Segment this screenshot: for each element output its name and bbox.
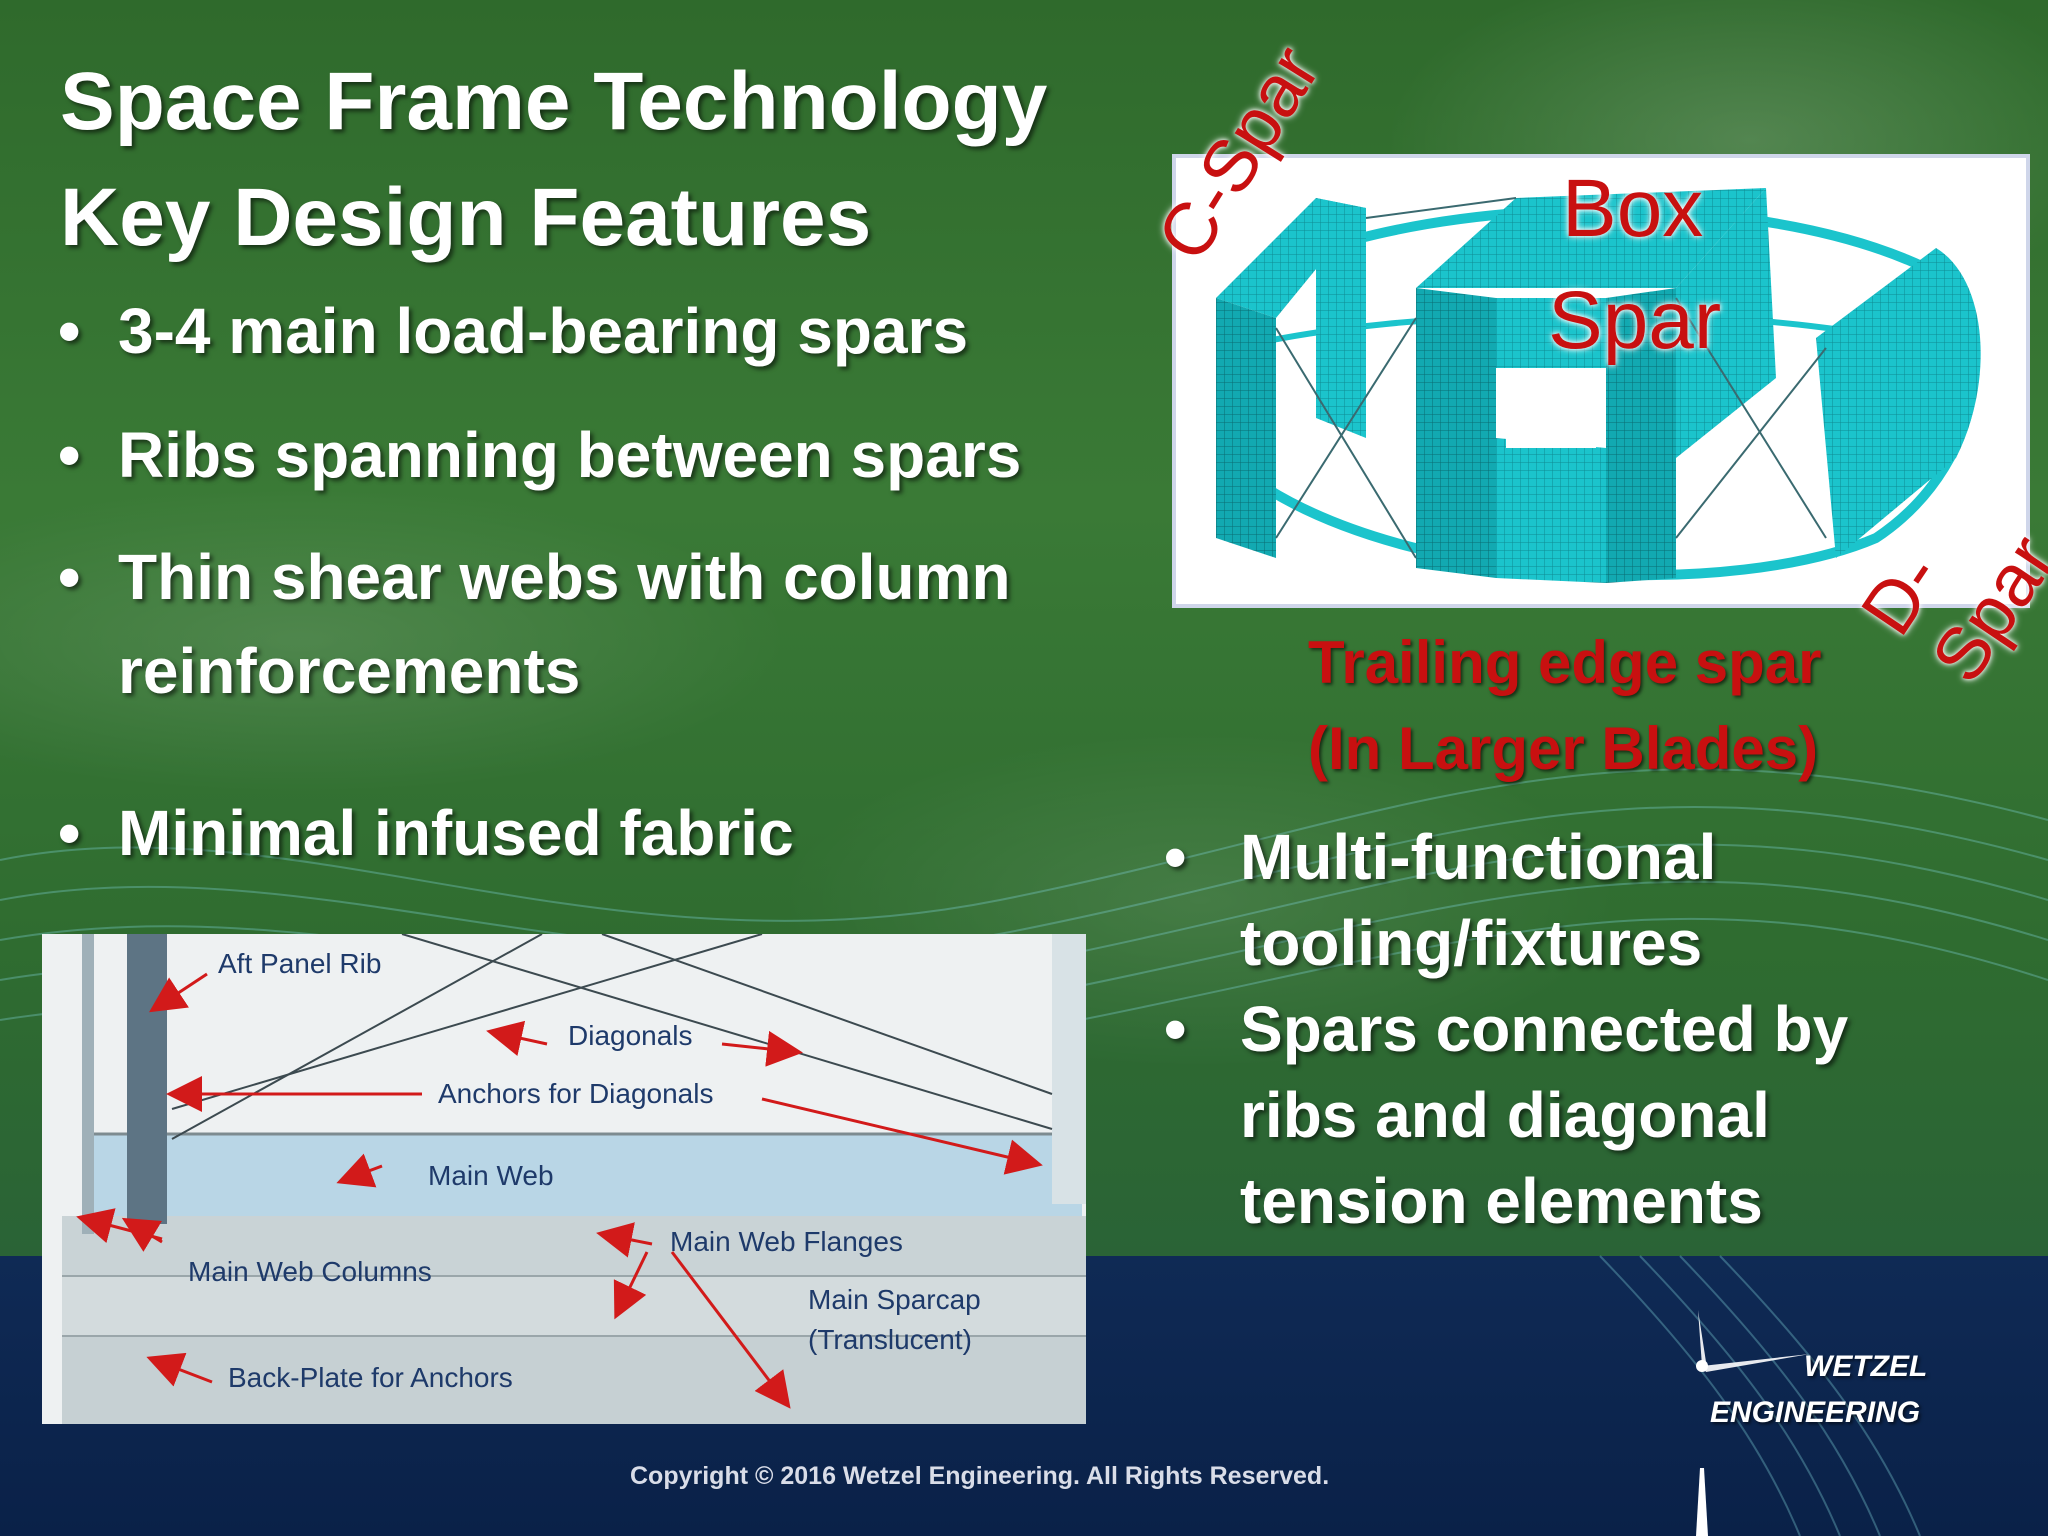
wind-turbine-icon — [1660, 1310, 1810, 1536]
spar-mesh-illustration — [1216, 188, 1981, 583]
bullet-item: •Multi-functional tooling/fixtures — [1164, 814, 1716, 986]
bullet-glyph: • — [1164, 821, 1187, 893]
title-line-1: Space Frame Technology — [60, 56, 1048, 147]
bullet-glyph: • — [58, 797, 81, 869]
slide-title: Space Frame Technology Key Design Featur… — [60, 44, 1047, 276]
bullet-item: •Thin shear webs with column reinforceme… — [58, 530, 1011, 718]
bullet-item: •3-4 main load-bearing spars — [58, 284, 968, 378]
bullet-glyph: • — [58, 295, 81, 367]
logo-text-line-2: ENGINEERING — [1710, 1396, 1921, 1429]
diagonals-label: Diagonals — [568, 1020, 693, 1051]
main-web-columns-label: Main Web Columns — [188, 1256, 432, 1287]
main-web-label: Main Web — [428, 1160, 554, 1191]
bullet-continuation: ribs and diagonal — [1240, 1079, 1770, 1151]
bullet-glyph: • — [58, 541, 81, 613]
bullet-item: •Ribs spanning between spars — [58, 408, 1021, 502]
trailing-edge-spar-caption: Trailing edge spar (In Larger Blades) — [1308, 620, 1822, 792]
wetzel-engineering-logo: WETZEL ENGINEERING — [1660, 1300, 1960, 1536]
bullet-item: •Minimal infused fabric — [58, 786, 794, 880]
title-line-2: Key Design Features — [60, 172, 872, 263]
spar-components-diagram: Aft Panel Rib Diagonals Anchors for Diag… — [42, 934, 1086, 1424]
trailing-edge-line-2: (In Larger Blades) — [1308, 715, 1819, 782]
bullet-continuation: reinforcements — [118, 635, 581, 707]
bullet-continuation: tension elements — [1240, 1165, 1763, 1237]
main-web-flanges-label: Main Web Flanges — [670, 1226, 903, 1257]
box-spar-label-line-2: Spar — [1548, 275, 1722, 366]
anchors-for-diagonals-label: Anchors for Diagonals — [438, 1078, 714, 1109]
box-spar-label-line-1: Box — [1562, 163, 1704, 254]
bullet-glyph: • — [58, 419, 81, 491]
diagram-illustration — [42, 934, 1086, 1424]
logo-text-line-1: WETZEL — [1804, 1350, 1928, 1383]
bullet-item: •Spars connected by ribs and diagonal te… — [1164, 986, 1848, 1244]
back-plate-label: Back-Plate for Anchors — [228, 1362, 513, 1393]
spar-model-image — [1172, 154, 2030, 608]
copyright-text: Copyright © 2016 Wetzel Engineering. All… — [630, 1462, 1330, 1490]
aft-panel-rib-label: Aft Panel Rib — [218, 948, 382, 979]
bullet-continuation: tooling/fixtures — [1240, 907, 1703, 979]
bullet-glyph: • — [1164, 993, 1187, 1065]
trailing-edge-line-1: Trailing edge spar — [1308, 629, 1822, 696]
translucent-label: (Translucent) — [808, 1324, 972, 1355]
main-sparcap-label: Main Sparcap — [808, 1284, 981, 1315]
